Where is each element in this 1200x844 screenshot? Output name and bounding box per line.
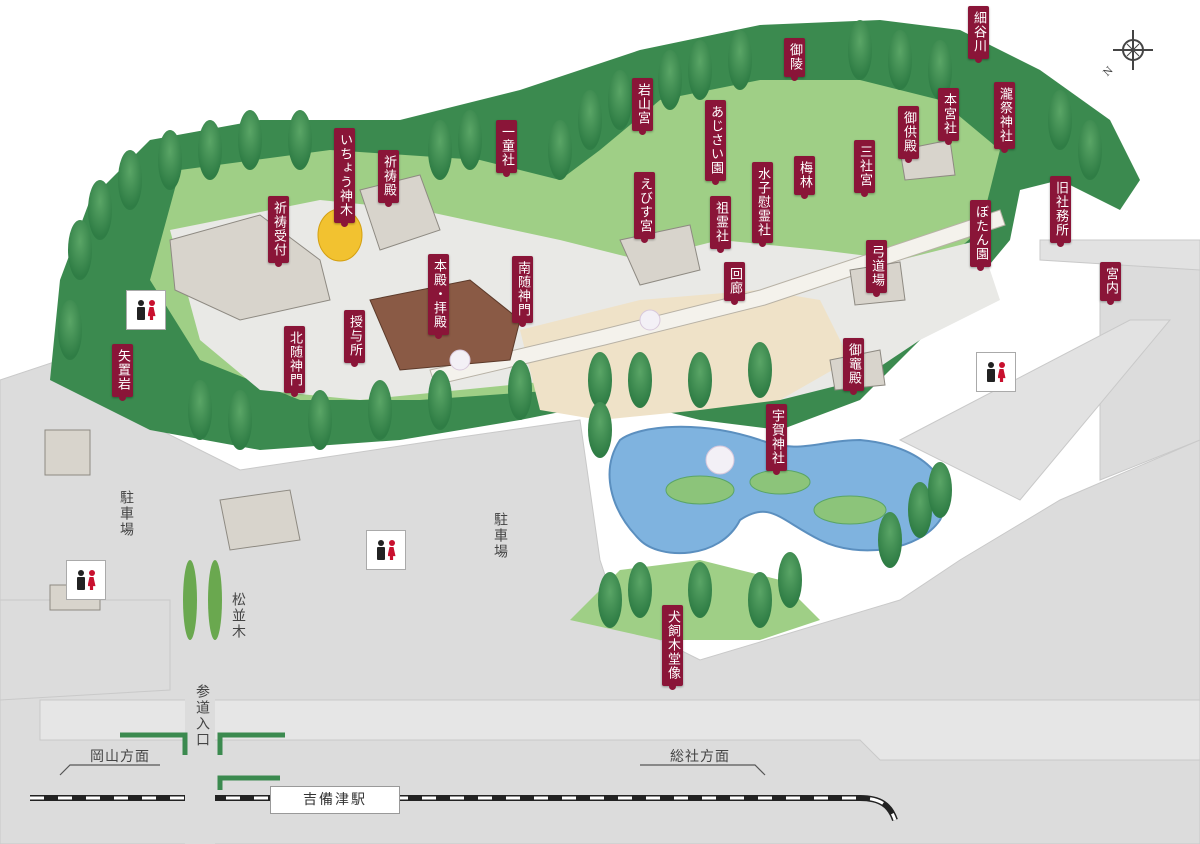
woman-icon — [88, 570, 96, 590]
railway — [30, 795, 898, 822]
toilet-icon[interactable] — [126, 290, 166, 330]
label-botan[interactable]: ぼたん園 — [970, 200, 991, 271]
label-kyushamusho[interactable]: 旧社務所 — [1050, 176, 1071, 247]
label-kaikigi[interactable]: 犬飼木堂像 — [662, 605, 683, 690]
parking-left: 駐車場 — [118, 490, 134, 538]
direction-sosha: 総社方面 — [670, 749, 730, 765]
label-kairo[interactable]: 回廊 — [724, 262, 745, 305]
label-iwayamagu[interactable]: 岩山宮 — [632, 78, 653, 135]
label-ajisai[interactable]: あじさい園 — [705, 100, 726, 185]
label-sorei[interactable]: 祖霊社 — [710, 196, 731, 253]
man-icon — [136, 300, 145, 320]
man-icon — [76, 570, 85, 590]
label-hosomitani[interactable]: 細谷川 — [968, 6, 989, 63]
woman-icon — [148, 300, 156, 320]
toilet-icon[interactable] — [366, 530, 406, 570]
station-label[interactable]: 吉備津駅 — [270, 786, 400, 814]
label-sanshagu[interactable]: 三社宮 — [854, 140, 875, 197]
trees — [58, 20, 1102, 628]
direction-okayama: 岡山方面 — [90, 749, 150, 765]
man-icon — [986, 362, 995, 382]
label-hongusha[interactable]: 本宮社 — [938, 88, 959, 145]
label-minamizuishin[interactable]: 南随神門 — [512, 256, 533, 327]
label-juyosho[interactable]: 授与所 — [344, 310, 365, 367]
label-gokuden[interactable]: 御供殿 — [898, 106, 919, 163]
label-kitouuketsuke[interactable]: 祈祷受付 — [268, 196, 289, 267]
label-yaoki[interactable]: 矢置岩 — [112, 344, 133, 401]
label-takimatsuri[interactable]: 瀧祭神社 — [994, 82, 1015, 153]
label-umebayashi[interactable]: 梅林 — [794, 156, 815, 199]
toilet-icon[interactable] — [976, 352, 1016, 392]
compass-icon — [1113, 30, 1153, 70]
woman-icon — [388, 540, 396, 560]
parking-center: 駐車場 — [492, 512, 508, 560]
label-kamadoden[interactable]: 御竈殿 — [843, 338, 864, 395]
pine-avenue — [183, 560, 222, 640]
label-kyudojo[interactable]: 弓道場 — [866, 240, 887, 297]
man-icon — [376, 540, 385, 560]
pine-avenue-label: 松並木 — [230, 592, 246, 640]
label-mizuko[interactable]: 水子慰霊社 — [752, 162, 773, 247]
label-miyauchi[interactable]: 宮内 — [1100, 262, 1121, 305]
label-douji[interactable]: 一童社 — [496, 120, 517, 177]
label-goryo[interactable]: 御陵 — [784, 38, 805, 81]
label-kitouden[interactable]: 祈祷殿 — [378, 150, 399, 207]
toilet-icon[interactable] — [66, 560, 106, 600]
woman-icon — [998, 362, 1006, 382]
label-ugajinja[interactable]: 宇賀神社 — [766, 404, 787, 475]
label-ebisu[interactable]: えびす宮 — [634, 172, 655, 243]
label-honden[interactable]: 本殿・拝殿 — [428, 254, 449, 339]
label-icho[interactable]: いちょう神木 — [334, 128, 355, 227]
label-kitazuishin[interactable]: 北随神門 — [284, 326, 305, 397]
sando-entrance-label: 参道入口 — [194, 684, 210, 748]
